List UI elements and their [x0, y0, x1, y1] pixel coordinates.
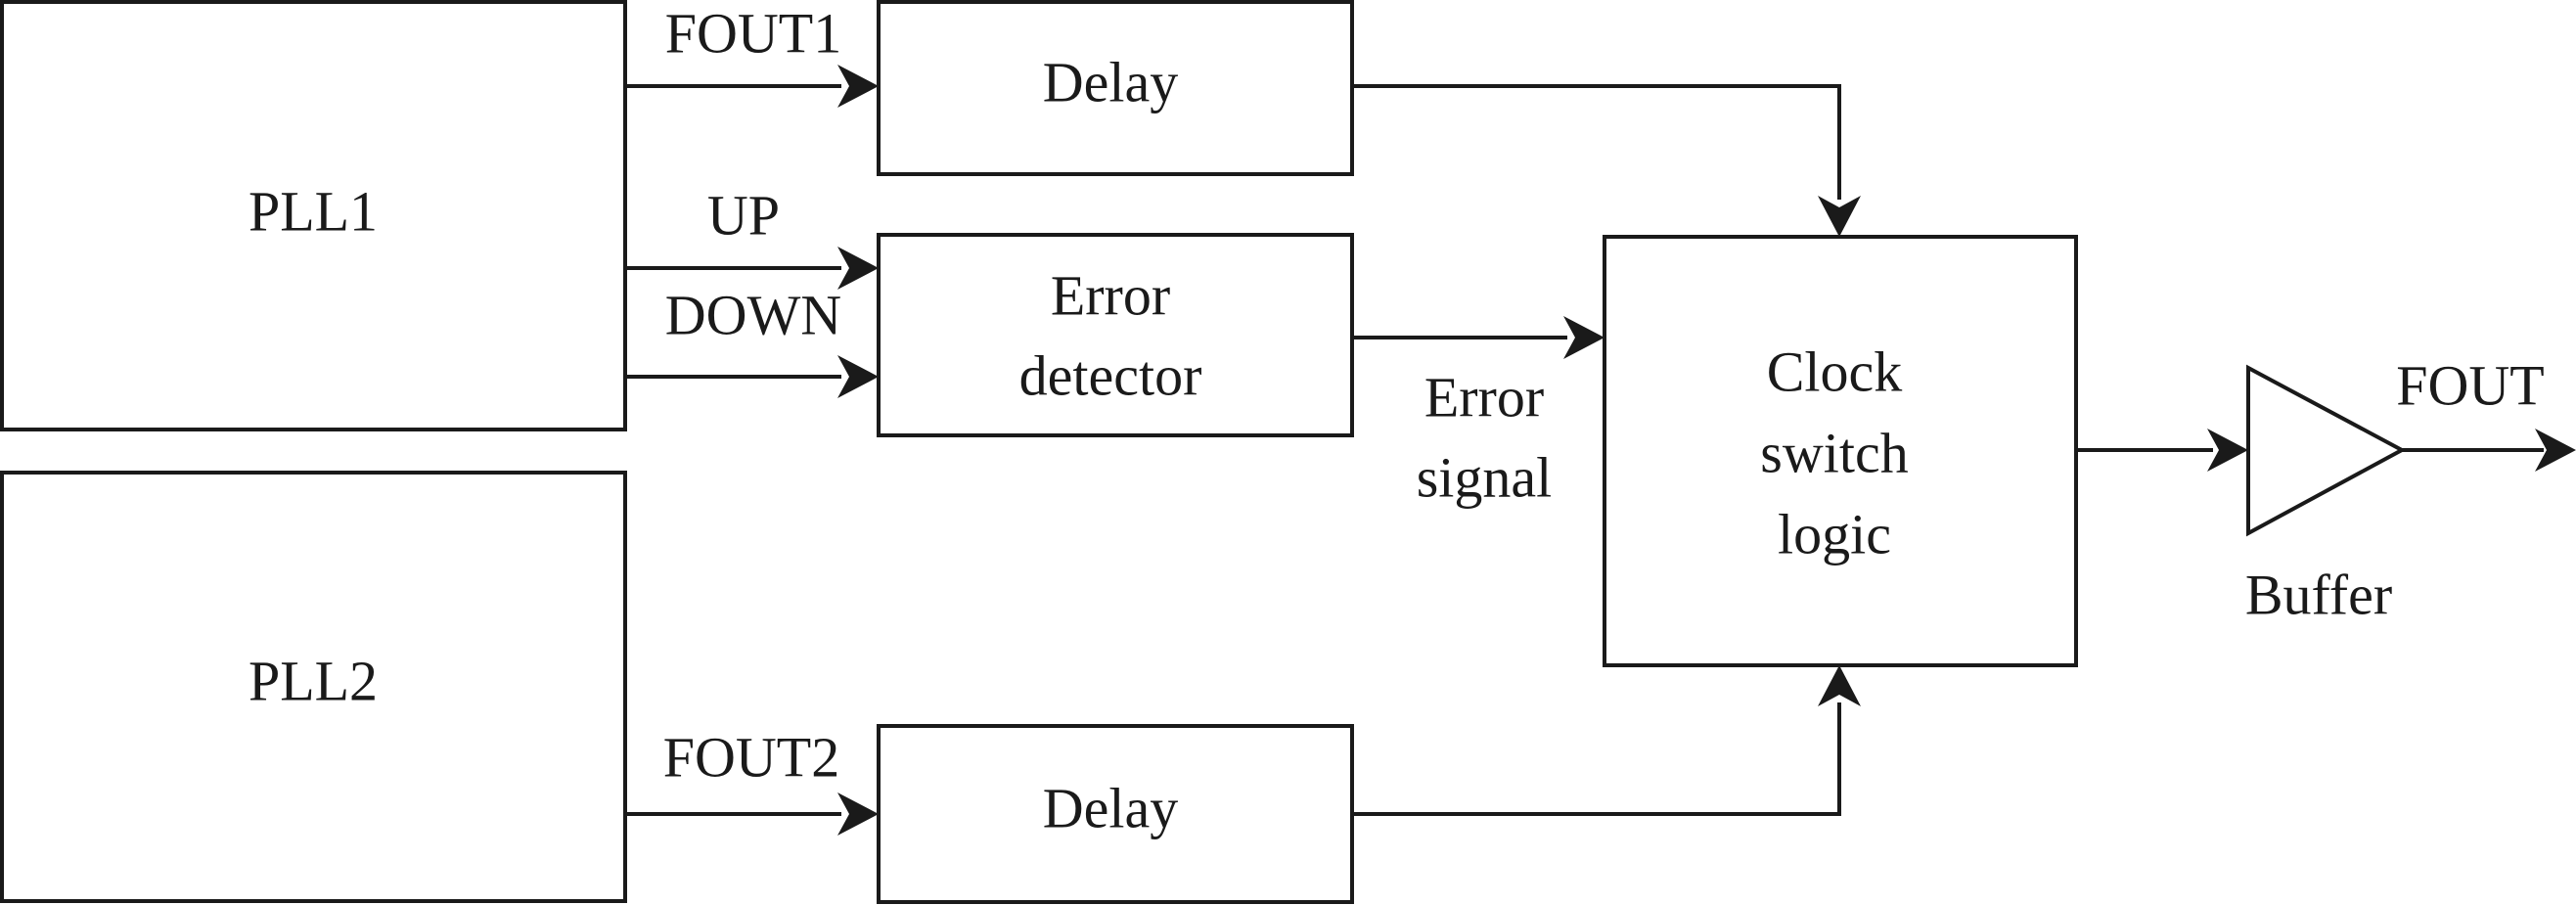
- fout-signal-label: FOUT: [2396, 353, 2544, 417]
- arrowhead: [837, 355, 879, 398]
- error-detector-label-line2: detector: [1019, 343, 1202, 407]
- up-signal-label: UP: [707, 183, 780, 247]
- error-detector-block: [877, 233, 1354, 437]
- fout1-signal-label: FOUT1: [665, 1, 841, 65]
- arrowhead: [837, 247, 879, 290]
- error-signal-label-line1: Error: [1424, 365, 1544, 429]
- error-signal-label-line2: signal: [1417, 445, 1553, 509]
- arrowhead: [2535, 429, 2576, 472]
- down-signal-label: DOWN: [665, 283, 841, 346]
- clock-switch-logic-block: [1603, 235, 2078, 667]
- buffer-triangle: [2246, 364, 2407, 537]
- delay-block-top: [877, 0, 1354, 176]
- buffer-label: Buffer: [2245, 563, 2392, 626]
- clock-switch-label-line1: Clock: [1767, 339, 1903, 403]
- delay-top-to-switch-wire: [1352, 84, 1841, 200]
- error-detector-label-line1: Error: [1051, 263, 1170, 327]
- arrowhead: [1563, 316, 1604, 359]
- arrowhead: [837, 65, 879, 108]
- delay-top-label: Delay: [1043, 50, 1179, 113]
- arrowhead: [1818, 196, 1861, 237]
- pll1-label: PLL1: [249, 179, 378, 243]
- arrowhead: [2207, 429, 2248, 472]
- arrowhead: [1818, 665, 1861, 706]
- pll2-block: [0, 471, 627, 903]
- arrowhead: [837, 792, 879, 836]
- delay-bottom-label: Delay: [1043, 776, 1179, 839]
- pll1-block: [0, 0, 627, 431]
- fout2-signal-label: FOUT2: [663, 725, 839, 789]
- clock-switch-label-line2: switch: [1760, 421, 1908, 484]
- delay-block-bottom: [877, 724, 1354, 904]
- pll2-label: PLL2: [249, 649, 378, 712]
- delay-bottom-to-switch-wire: [1352, 702, 1841, 816]
- clock-switch-label-line3: logic: [1778, 502, 1891, 566]
